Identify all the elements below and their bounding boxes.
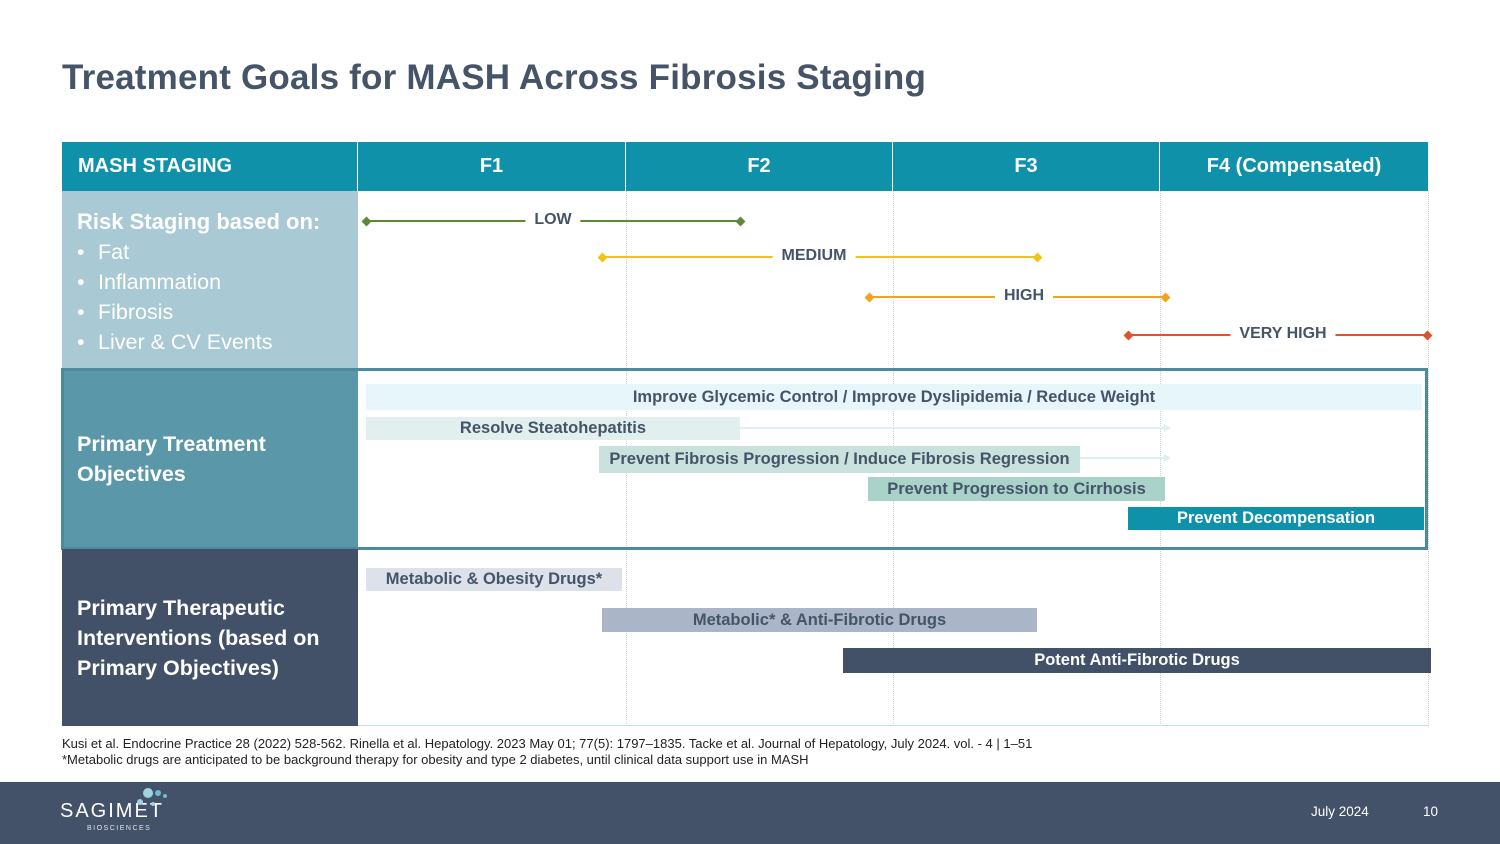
risk-label-medium: MEDIUM [772, 246, 856, 266]
interventions-cell: Primary Therapeutic Interventions (based… [62, 549, 358, 726]
objective-bar: Resolve Steatohepatitis [366, 417, 740, 440]
arrow-right-icon [1164, 424, 1171, 432]
risk-factor-list: Fat Inflammation Fibrosis Liver & CV Eve… [77, 237, 358, 357]
header-f2: F2 [626, 142, 893, 191]
objective-bar: Prevent Fibrosis Progression / Induce Fi… [599, 446, 1080, 473]
diamond-icon [361, 216, 372, 226]
grid-line [1428, 191, 1429, 726]
objectives-heading: Primary Treatment Objectives [77, 432, 266, 486]
page-number: 10 [1423, 804, 1439, 819]
risk-line-high: HIGH [864, 286, 1171, 306]
arrow-right-icon [1164, 454, 1171, 462]
risk-label-very-high: VERY HIGH [1230, 324, 1336, 344]
interventions-heading: Primary Therapeutic Interventions (based… [77, 595, 320, 680]
risk-factor: Inflammation [77, 267, 358, 297]
footnote: *Metabolic drugs are anticipated to be b… [62, 752, 809, 767]
risk-heading: Risk Staging based on: [77, 209, 321, 234]
diamond-icon [1422, 330, 1433, 340]
sagimet-logo: SAGIMET BIOSCIENCES [60, 788, 167, 832]
intervention-bar: Metabolic* & Anti-Fibrotic Drugs [602, 608, 1037, 632]
diamond-icon [735, 216, 746, 226]
risk-factor: Liver & CV Events [77, 327, 358, 357]
objective-arrow-line [740, 427, 1164, 429]
objective-bar: Prevent Decompensation [1128, 507, 1424, 530]
objective-bar: Prevent Progression to Cirrhosis [868, 477, 1165, 501]
objectives-cell: Primary Treatment Objectives [62, 369, 358, 549]
objective-bar: Improve Glycemic Control / Improve Dysli… [366, 384, 1422, 410]
objective-arrow-line [1079, 457, 1164, 459]
risk-factor: Fibrosis [77, 297, 358, 327]
risk-line-low: LOW [361, 210, 746, 230]
diamond-icon [1032, 252, 1043, 262]
diamond-icon [864, 292, 875, 302]
risk-line-very-high: VERY HIGH [1123, 324, 1433, 344]
risk-staging-cell: Risk Staging based on: Fat Inflammation … [62, 191, 358, 369]
table-bottom-line [358, 725, 1428, 726]
header-f1: F1 [358, 142, 626, 191]
risk-line-medium: MEDIUM [597, 246, 1043, 266]
risk-label-high: HIGH [995, 286, 1053, 306]
logo-subtext: BIOSCIENCES [87, 825, 152, 832]
risk-label-low: LOW [525, 210, 581, 230]
header-f4: F4 (Compensated) [1160, 142, 1428, 191]
page-title: Treatment Goals for MASH Across Fibrosis… [62, 58, 927, 97]
header-f3: F3 [893, 142, 1160, 191]
header-mash-staging: MASH STAGING [62, 142, 358, 191]
diamond-icon [597, 252, 608, 262]
diamond-icon [1123, 330, 1134, 340]
references: Kusi et al. Endocrine Practice 28 (2022)… [62, 736, 1032, 768]
intervention-bar: Potent Anti-Fibrotic Drugs [843, 648, 1431, 673]
intervention-bar: Metabolic & Obesity Drugs* [366, 568, 622, 591]
reference-line: Kusi et al. Endocrine Practice 28 (2022)… [62, 736, 1033, 751]
diamond-icon [1160, 292, 1171, 302]
footer: SAGIMET BIOSCIENCES July 2024 10 [0, 782, 1500, 844]
logo-text: SAGIMET [60, 800, 165, 822]
footer-date: July 2024 [1311, 804, 1369, 819]
risk-factor: Fat [77, 237, 358, 267]
